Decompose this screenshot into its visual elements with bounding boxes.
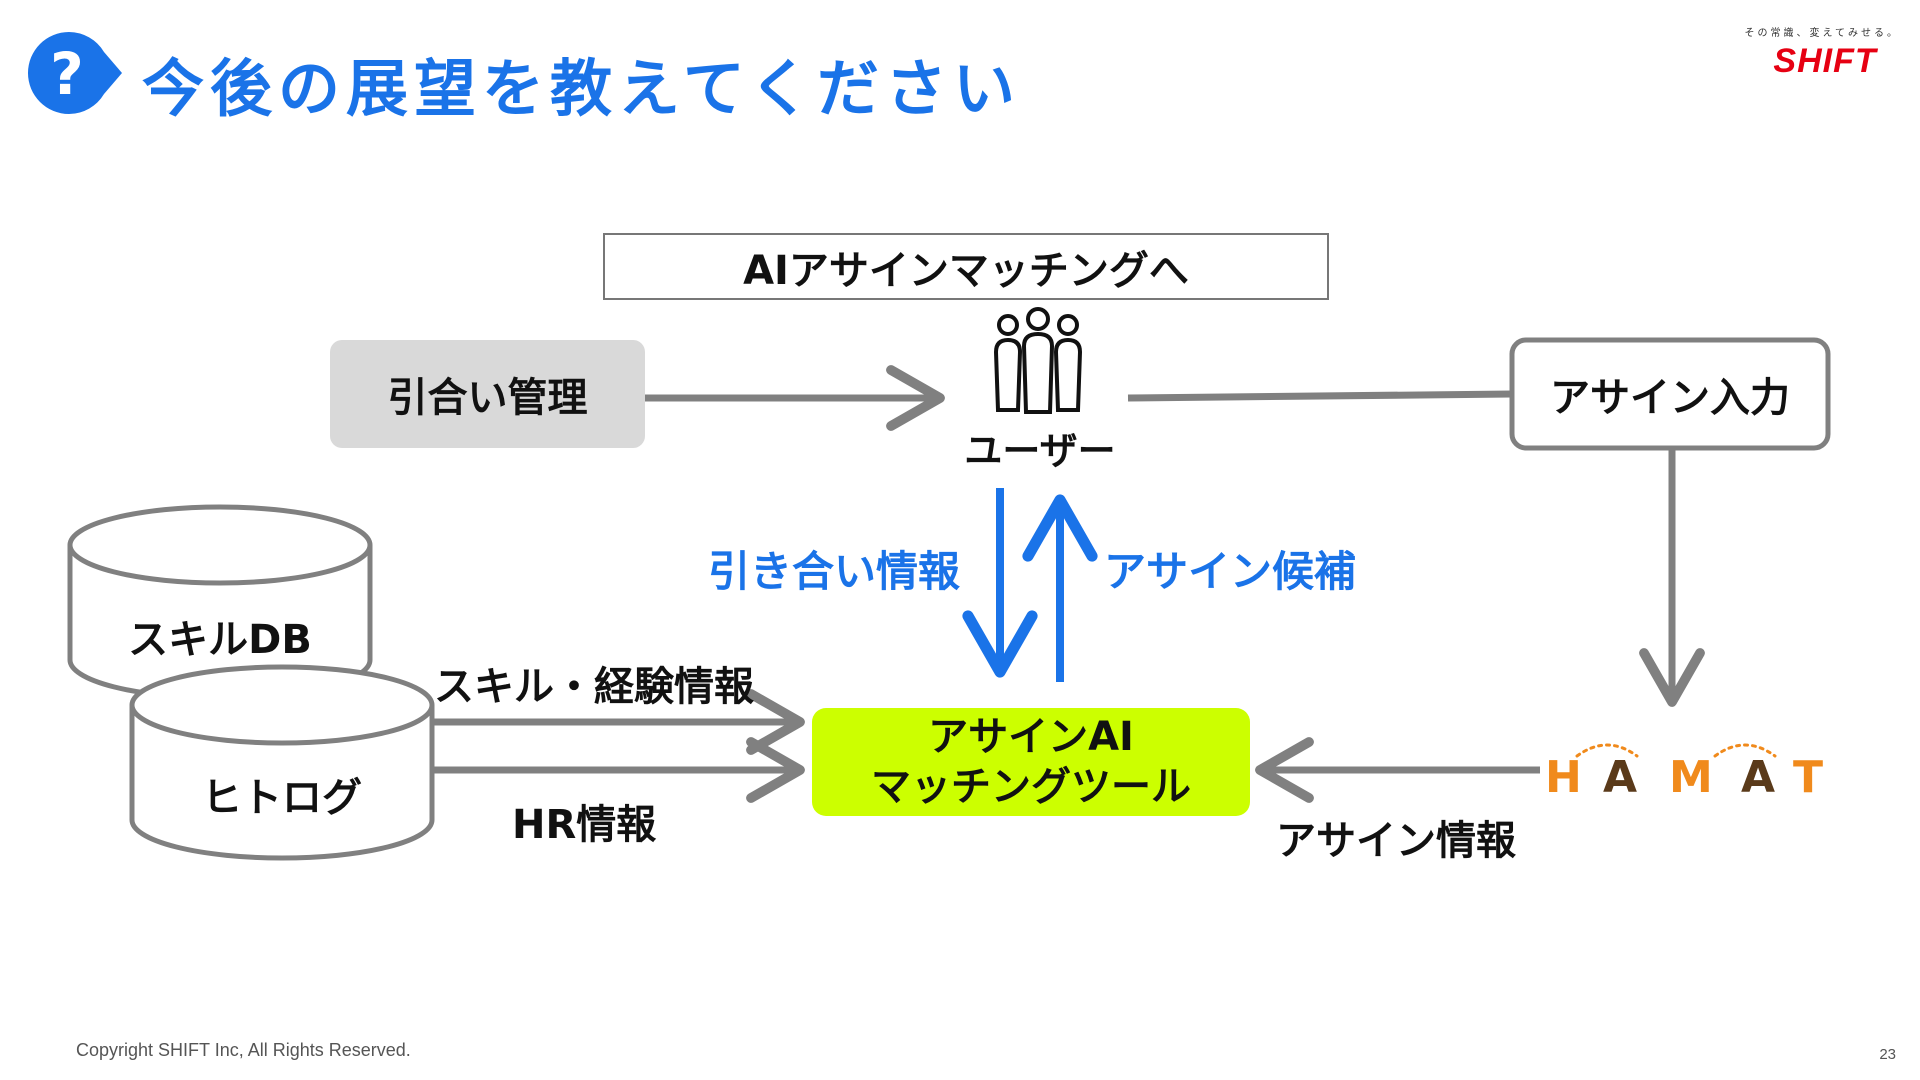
svg-text:T: T	[1793, 752, 1823, 796]
assign-input-box	[1509, 337, 1831, 451]
svg-text:A: A	[1741, 752, 1775, 796]
users-icon	[993, 307, 1083, 414]
hitolog-cylinder	[129, 664, 435, 861]
hikiai-box-label: 引合い管理	[387, 375, 588, 421]
hr-info-label: HR情報	[512, 802, 657, 848]
hikiai-box	[330, 340, 645, 448]
tool-label-line2: マッチングツール	[871, 764, 1191, 810]
assign-input-label: アサイン入力	[1550, 375, 1790, 421]
skill-db-cylinder	[67, 504, 373, 701]
svg-text:?: ?	[50, 40, 84, 108]
question-icon: ?	[27, 31, 123, 114]
copyright: Copyright SHIFT Inc, All Rights Reserved…	[76, 1040, 411, 1060]
svg-text:H: H	[1545, 752, 1582, 796]
banner-box	[603, 233, 1329, 300]
tool-label-line1: アサインAI	[928, 714, 1134, 760]
user-label: ユーザー	[964, 428, 1116, 473]
svg-text:M: M	[1669, 752, 1713, 796]
page-number: 23	[1879, 1046, 1896, 1063]
hikiai-info-label: 引き合い情報	[708, 547, 961, 596]
skill-exp-info-label: スキル・経験情報	[434, 664, 754, 710]
svg-text:A: A	[1603, 752, 1637, 796]
tool-label: アサインAI マッチングツール	[812, 708, 1250, 816]
assign-info-label: アサイン情報	[1276, 818, 1516, 864]
assign-candidate-label: アサイン候補	[1104, 547, 1357, 596]
hitolog-label: ヒトログ	[202, 775, 362, 821]
line-user-to-assign-input	[1127, 390, 1513, 402]
shift-logo: SHIFT	[1773, 42, 1878, 80]
banner-text: AIアサインマッチングへ	[743, 247, 1189, 294]
hamat-logo: H A M A T	[1545, 743, 1823, 796]
tool-box	[812, 708, 1250, 816]
svg-text:SHIFT: SHIFT	[1773, 42, 1878, 80]
page-title: 今後の展望を教えてください	[142, 52, 1022, 125]
skill-db-label: スキルDB	[128, 617, 312, 663]
brand-tagline: その常識、変えてみせる。	[1744, 28, 1900, 39]
